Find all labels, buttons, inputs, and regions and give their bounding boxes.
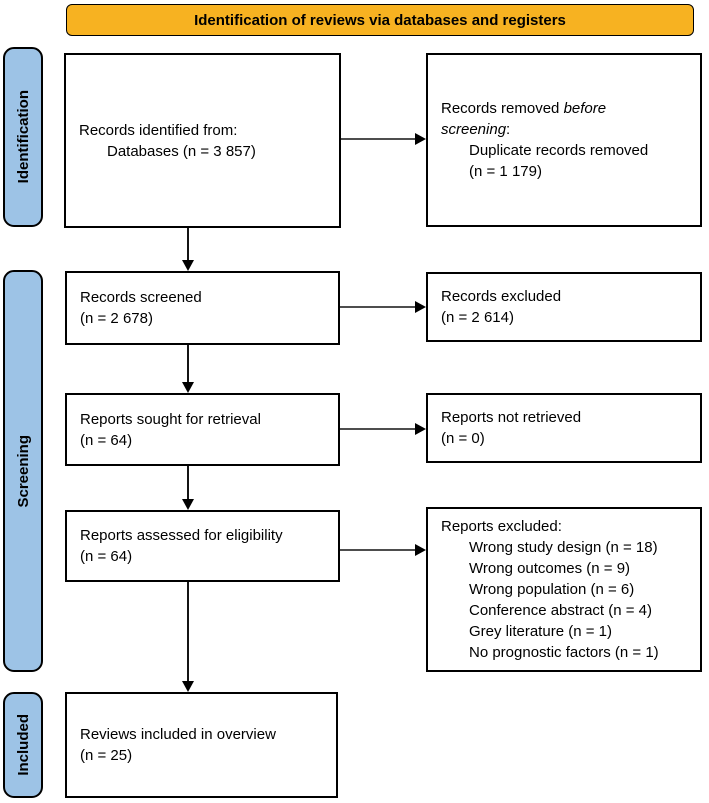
box-reports-sought: Reports sought for retrieval (n = 64) bbox=[65, 393, 340, 466]
box-reports-not-retrieved: Reports not retrieved (n = 0) bbox=[426, 393, 702, 463]
box-text-line: (n = 2 678) bbox=[80, 310, 153, 327]
box-text-line: Reviews included in overview bbox=[80, 726, 276, 743]
box-reports-excluded: Reports excluded: Wrong study design (n … bbox=[426, 507, 702, 672]
arrowhead-down-icon bbox=[182, 260, 194, 271]
box-text-segment: : bbox=[506, 121, 511, 138]
box-records-excluded: Records excluded (n = 2 614) bbox=[426, 272, 702, 342]
exclusion-reason: Conference abstract (n = 4) bbox=[469, 602, 653, 619]
arrowhead-down-icon bbox=[182, 382, 194, 393]
exclusion-reason: Wrong study design (n = 18) bbox=[469, 539, 658, 556]
box-text-italic: before bbox=[563, 100, 607, 117]
box-text-line: Reports not retrieved bbox=[441, 409, 582, 426]
arrow-line bbox=[187, 466, 189, 500]
stage-label-screening: Screening bbox=[3, 270, 43, 672]
box-text-line: (n = 25) bbox=[80, 747, 133, 764]
box-text-line: Duplicate records removed bbox=[469, 142, 649, 159]
box-text-line: (n = 2 614) bbox=[441, 309, 514, 326]
header-banner: Identification of reviews via databases … bbox=[66, 4, 694, 36]
box-text-line: (n = 1 179) bbox=[469, 163, 542, 180]
arrowhead-down-icon bbox=[182, 681, 194, 692]
box-reports-assessed: Reports assessed for eligibility (n = 64… bbox=[65, 510, 340, 582]
stage-label-screening-text: Screening bbox=[14, 434, 32, 508]
stage-label-included: Included bbox=[3, 692, 43, 798]
stage-label-included-text: Included bbox=[14, 714, 32, 776]
arrow-line bbox=[187, 345, 189, 383]
exclusion-reason: No prognostic factors (n = 1) bbox=[469, 644, 659, 661]
box-text-line: screening: bbox=[441, 119, 692, 140]
exclusion-reason: Grey literature (n = 1) bbox=[469, 623, 612, 640]
stage-label-identification: Identification bbox=[3, 47, 43, 227]
box-text-line: (n = 64) bbox=[80, 431, 133, 449]
arrow-line bbox=[187, 582, 189, 682]
box-text-line: Records removed before bbox=[441, 98, 692, 119]
box-text-line: (n = 64) bbox=[80, 548, 133, 565]
exclusion-reason: Wrong outcomes (n = 9) bbox=[469, 560, 631, 577]
arrowhead-down-icon bbox=[182, 499, 194, 510]
box-text-line: Records identified from: bbox=[79, 121, 238, 139]
box-text-line: (n = 0) bbox=[441, 430, 485, 447]
box-text-italic: screening bbox=[441, 121, 507, 138]
box-text-line: Reports assessed for eligibility bbox=[80, 527, 283, 544]
box-text-line: Databases (n = 3 857) bbox=[107, 142, 256, 160]
arrow-line bbox=[187, 228, 189, 261]
box-text-line: Reports sought for retrieval bbox=[80, 410, 261, 428]
box-records-screened: Records screened (n = 2 678) bbox=[65, 271, 340, 345]
box-text-line: Reports excluded: bbox=[441, 518, 562, 535]
box-text-line: Records excluded bbox=[441, 288, 562, 305]
arrow-line bbox=[341, 138, 416, 140]
arrow-line bbox=[340, 549, 416, 551]
exclusion-reason: Wrong population (n = 6) bbox=[469, 581, 635, 598]
box-records-identified: Records identified from: Databases (n = … bbox=[64, 53, 341, 228]
arrowhead-right-icon bbox=[415, 133, 426, 145]
box-text-segment: Records removed bbox=[441, 100, 564, 117]
header-title: Identification of reviews via databases … bbox=[194, 11, 566, 29]
arrowhead-right-icon bbox=[415, 544, 426, 556]
arrow-line bbox=[340, 428, 416, 430]
arrow-line bbox=[340, 306, 416, 308]
arrowhead-right-icon bbox=[415, 423, 426, 435]
stage-label-identification-text: Identification bbox=[14, 90, 32, 184]
arrowhead-right-icon bbox=[415, 301, 426, 313]
box-text-line: Records screened bbox=[80, 289, 202, 306]
box-records-removed: Records removed before screening: Duplic… bbox=[426, 53, 702, 227]
box-reviews-included: Reviews included in overview (n = 25) bbox=[65, 692, 338, 798]
